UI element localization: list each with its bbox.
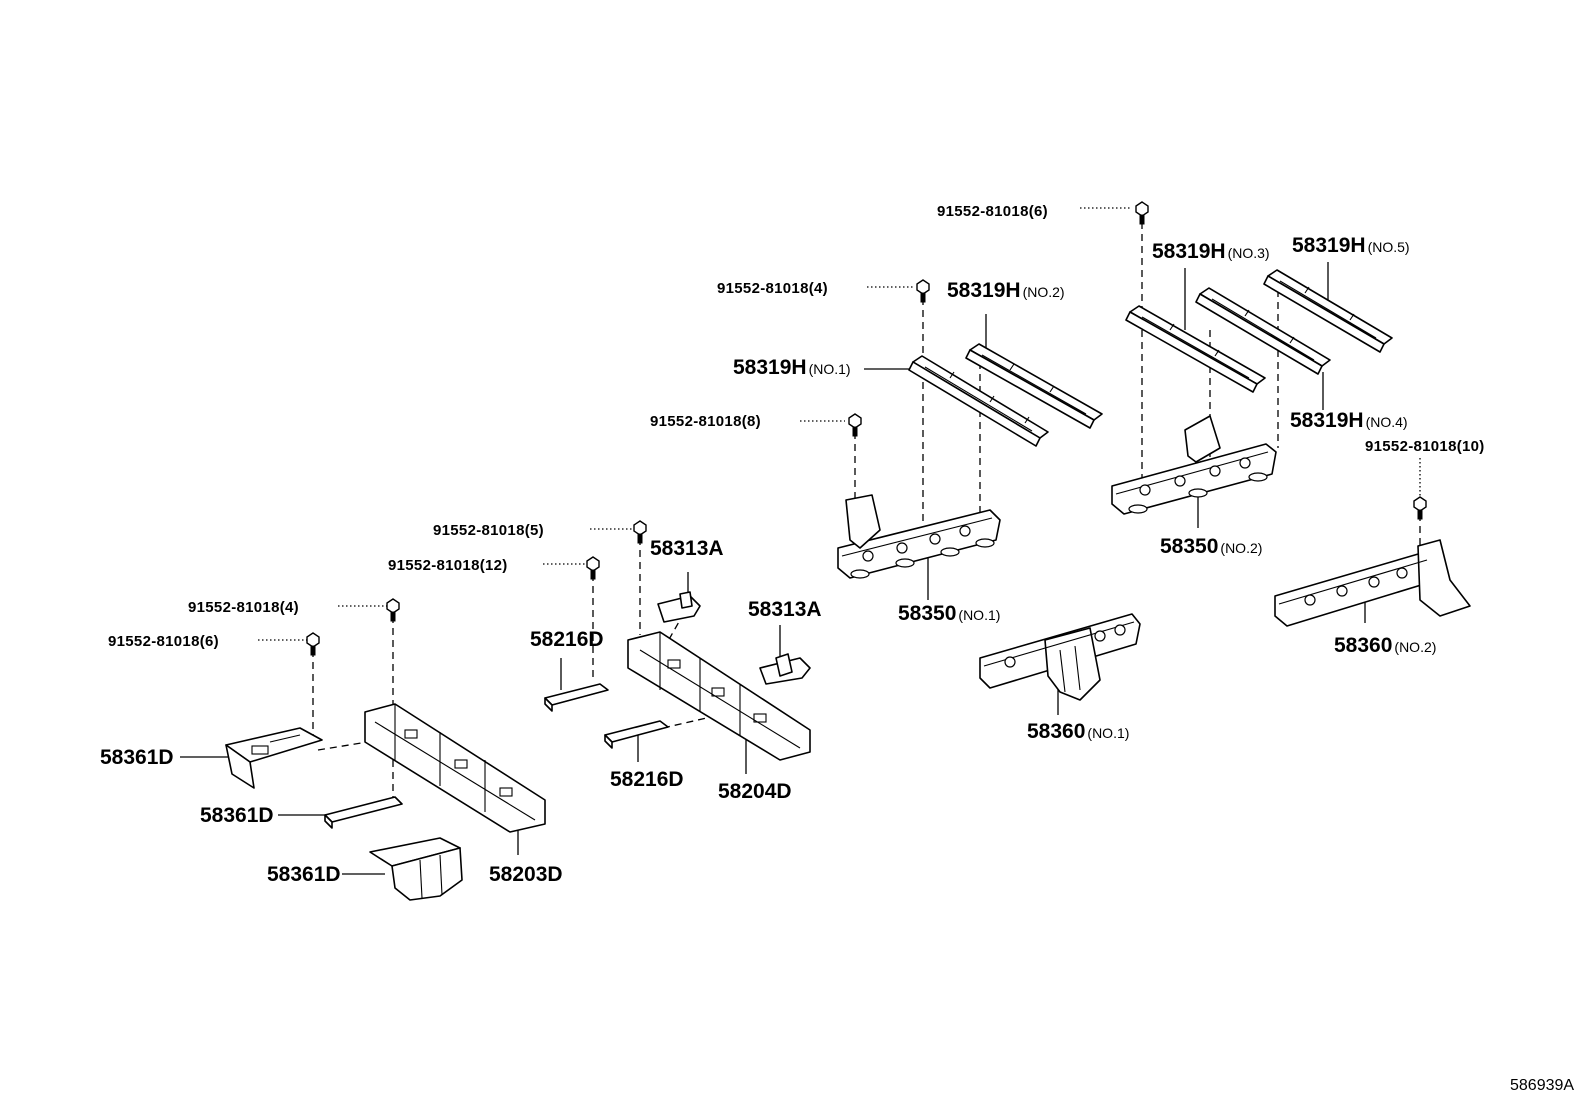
part-58361d-left xyxy=(225,727,323,789)
bolt-label-2: 91552-81018(4) xyxy=(717,280,828,297)
bolt-label-5: 91552-81018(5) xyxy=(433,522,544,539)
part-label-58216d-upper: 58216D xyxy=(530,628,604,651)
part-58319h-no3 xyxy=(1125,305,1266,393)
part-label-58360-no2: 58360(NO.2) xyxy=(1334,634,1436,657)
part-58216d-upper xyxy=(544,683,609,712)
part-label-58319h-no4: 58319H(NO.4) xyxy=(1290,409,1408,432)
part-label-58361d-left: 58361D xyxy=(100,746,174,769)
part-58319h-no5 xyxy=(1263,269,1393,353)
bolt-icon xyxy=(306,201,1427,656)
part-label-58313a-right: 58313A xyxy=(748,598,822,621)
bolt-label-7: 91552-81018(4) xyxy=(188,599,299,616)
part-58313a-upper xyxy=(657,591,701,623)
part-label-58319h-no3: 58319H(NO.3) xyxy=(1152,240,1270,263)
part-label-58216d-lower: 58216D xyxy=(610,768,684,791)
part-58319h-no2 xyxy=(965,343,1103,429)
part-58319h-no1 xyxy=(908,355,1049,447)
bolt-label-3: 91552-81018(8) xyxy=(650,413,761,430)
part-label-58361d-lower: 58361D xyxy=(267,863,341,886)
bolt-label-6: 91552-81018(12) xyxy=(388,557,508,574)
bolt-label-1: 91552-81018(6) xyxy=(937,203,1048,220)
part-58361d-middle xyxy=(324,796,403,829)
part-58360-no2 xyxy=(1274,539,1471,627)
part-58361d-lower xyxy=(369,837,463,901)
part-58204d xyxy=(627,631,811,761)
part-label-58361d-middle: 58361D xyxy=(200,804,274,827)
part-label-58319h-no1: 58319H(NO.1) xyxy=(733,356,851,379)
part-label-58313a-upper: 58313A xyxy=(650,537,724,560)
bolt-label-8: 91552-81018(6) xyxy=(108,633,219,650)
part-label-58350-no1: 58350(NO.1) xyxy=(898,602,1000,625)
part-label-58350-no2: 58350(NO.2) xyxy=(1160,535,1262,558)
part-58203d xyxy=(364,703,546,833)
part-58350-no2 xyxy=(1111,415,1277,515)
part-label-58319h-no5: 58319H(NO.5) xyxy=(1292,234,1410,257)
bolt-label-4: 91552-81018(10) xyxy=(1365,438,1485,455)
part-label-58203d: 58203D xyxy=(489,863,563,886)
part-58350-no1 xyxy=(837,494,1001,579)
part-58360-no1 xyxy=(979,613,1141,701)
part-58313a-right xyxy=(759,653,811,685)
part-58319h-no4 xyxy=(1195,287,1331,375)
part-label-58204d: 58204D xyxy=(718,780,792,803)
part-58216d-lower xyxy=(604,720,669,749)
diagram-code: 586939A xyxy=(1510,1077,1574,1094)
part-label-58319h-no2: 58319H(NO.2) xyxy=(947,279,1065,302)
part-label-58360-no1: 58360(NO.1) xyxy=(1027,720,1129,743)
